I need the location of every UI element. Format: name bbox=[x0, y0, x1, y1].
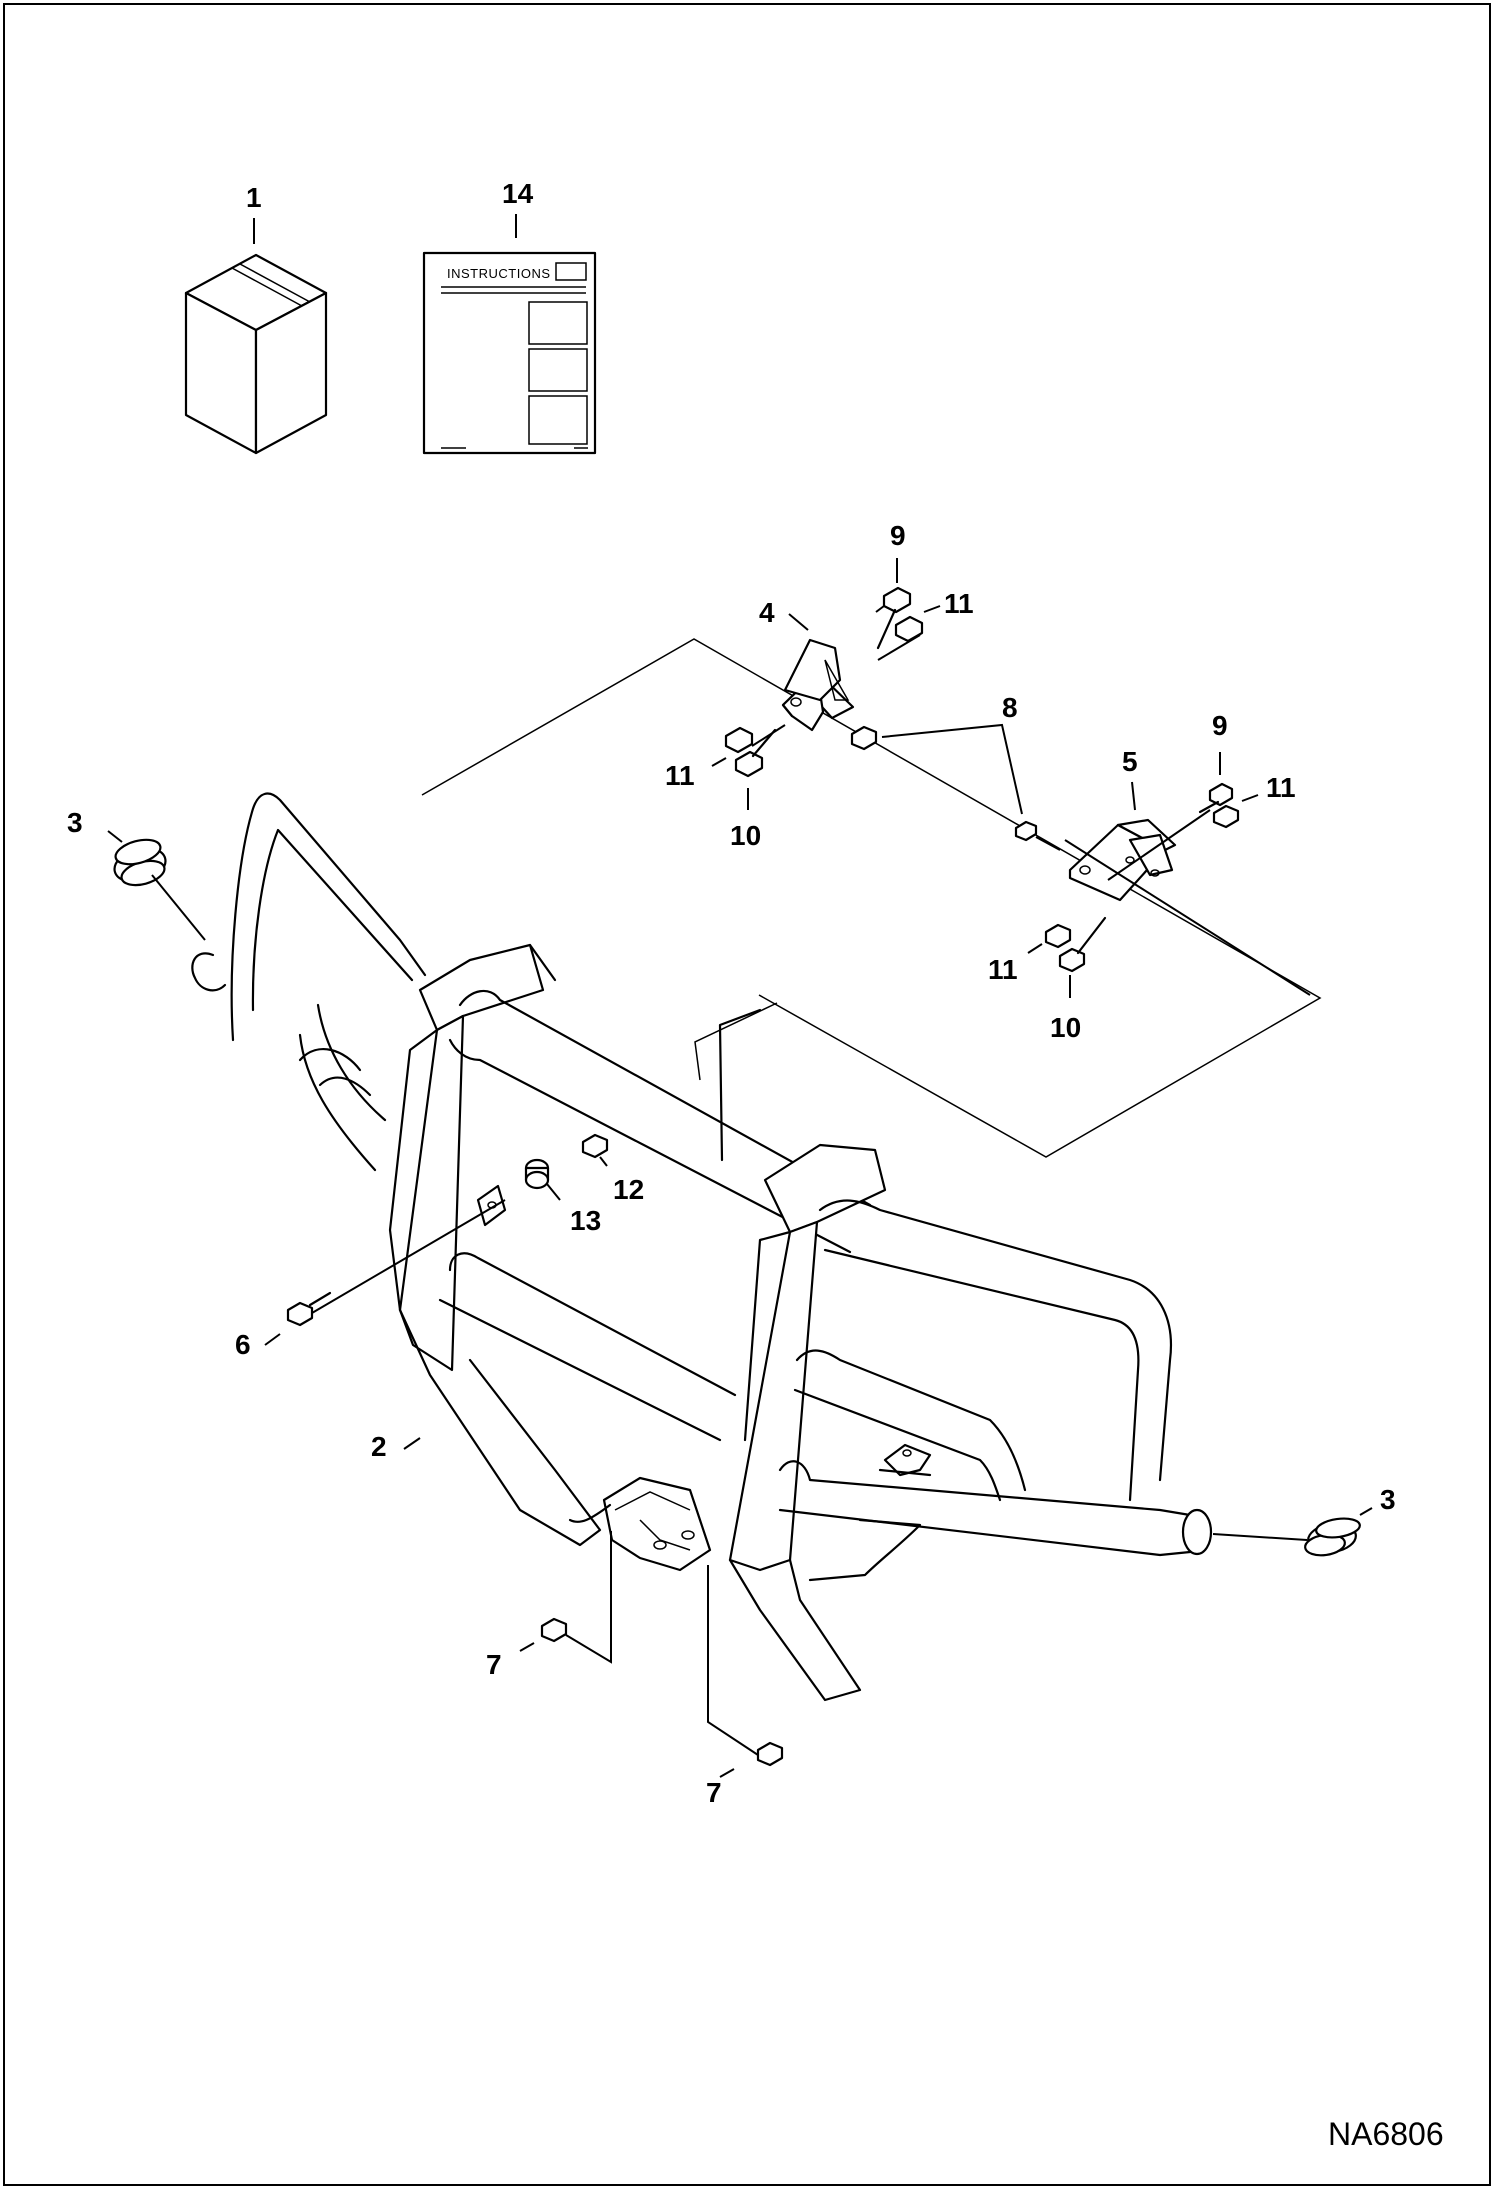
nut-11-upper-left bbox=[894, 615, 924, 643]
end-cap-left bbox=[113, 838, 167, 887]
callout-7-right: 7 bbox=[706, 1777, 722, 1808]
callout-9-right: 9 bbox=[1212, 710, 1228, 741]
callout-labels: 1 14 9 11 4 8 11 10 9 5 11 3 11 10 12 13… bbox=[67, 178, 1396, 1808]
instructions-title: INSTRUCTIONS bbox=[447, 266, 551, 281]
callout-10-right: 10 bbox=[1050, 1012, 1081, 1043]
drawing-code: NA6806 bbox=[1328, 2116, 1444, 2152]
callout-3-left: 3 bbox=[67, 807, 83, 838]
callout-8: 8 bbox=[1002, 692, 1018, 723]
instructions-sheet: INSTRUCTIONS bbox=[422, 251, 597, 455]
nut-12 bbox=[581, 1133, 609, 1159]
callout-11-lower-right: 11 bbox=[988, 954, 1018, 985]
callout-6: 6 bbox=[235, 1329, 251, 1360]
callout-14: 14 bbox=[502, 178, 534, 209]
end-cap-right bbox=[1304, 1517, 1361, 1557]
bolt-9-right bbox=[1198, 782, 1234, 814]
nut-11-lower-right bbox=[1044, 923, 1072, 949]
bolt-7-left bbox=[540, 1617, 568, 1643]
nut-8-left bbox=[850, 725, 878, 751]
callout-11-lower-left: 11 bbox=[665, 760, 695, 791]
callout-7-left: 7 bbox=[486, 1649, 502, 1680]
callout-11-upper-left: 11 bbox=[944, 588, 974, 619]
callout-12: 12 bbox=[613, 1174, 644, 1205]
bracket-left-mount bbox=[781, 638, 855, 732]
box-kit bbox=[184, 253, 328, 455]
bolt-6 bbox=[286, 1291, 332, 1327]
bolt-9-left bbox=[876, 586, 912, 650]
callout-5: 5 bbox=[1122, 746, 1138, 777]
callout-13: 13 bbox=[570, 1205, 601, 1236]
bracket-right-mount bbox=[1068, 818, 1177, 902]
spacer-13 bbox=[524, 1158, 550, 1190]
grille-guard bbox=[191, 638, 1322, 1702]
bolt-7-right bbox=[756, 1741, 784, 1767]
bolt-10-left bbox=[734, 728, 777, 778]
nut-11-lower-left bbox=[724, 726, 754, 754]
callout-2: 2 bbox=[371, 1431, 387, 1462]
nut-11-upper-right bbox=[1212, 804, 1240, 829]
callout-11-upper-right: 11 bbox=[1266, 772, 1296, 803]
callout-10-left: 10 bbox=[730, 820, 761, 851]
callout-4: 4 bbox=[759, 597, 775, 628]
callout-1: 1 bbox=[246, 182, 262, 213]
bolt-10-right bbox=[1058, 916, 1107, 973]
callout-3-right: 3 bbox=[1380, 1484, 1396, 1515]
leader-lines bbox=[107, 214, 1373, 1778]
callout-9-left: 9 bbox=[890, 520, 906, 551]
nut-8-right bbox=[1014, 820, 1038, 842]
